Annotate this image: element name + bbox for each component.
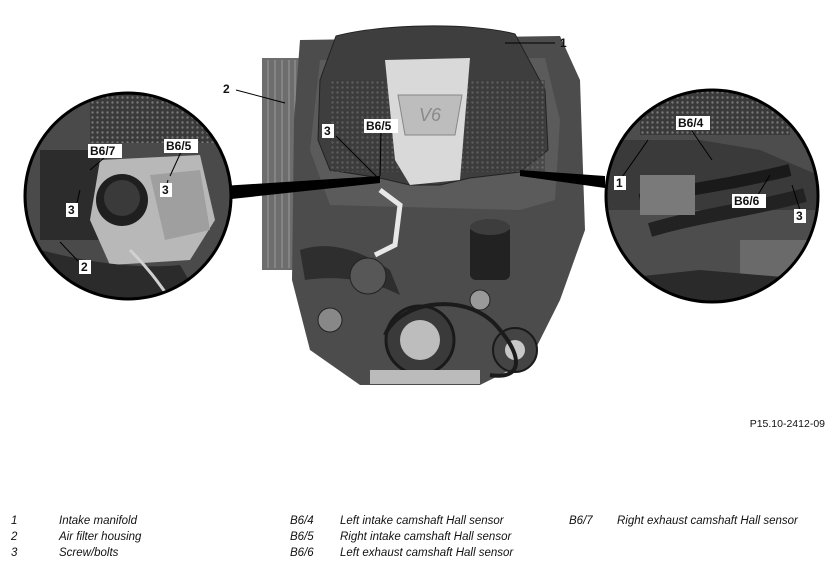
callout-3-main: 3: [324, 124, 331, 138]
callout-b6-4-right: B6/4: [678, 116, 704, 130]
callout-b6-5-main: B6/5: [366, 119, 392, 133]
legend-column-2: B6/4 Left intake camshaft Hall sensor B6/…: [290, 513, 513, 561]
legend-key: 2: [11, 531, 18, 543]
legend-key: 3: [11, 547, 18, 559]
callout-3b-left: 3: [162, 183, 169, 197]
legend-item: 1 Intake manifold: [11, 513, 141, 529]
legend-key: B6/6: [290, 547, 314, 559]
legend-item: 2 Air filter housing: [11, 529, 141, 545]
callout-b6-7-left: B6/7: [90, 144, 116, 158]
callout-b6-5-left: B6/5: [166, 139, 192, 153]
callout-1-right: 1: [616, 176, 623, 190]
legend-item: 3 Screw/bolts: [11, 545, 141, 561]
legend-key: 1: [11, 515, 18, 527]
callout-3a-left: 3: [68, 203, 75, 217]
right-inset-connector: [520, 170, 605, 188]
engine-illustration: V6: [262, 25, 585, 385]
engine-badge: V6: [419, 105, 442, 125]
legend-item: B6/5 Right intake camshaft Hall sensor: [290, 529, 513, 545]
legend-column-3: B6/7 Right exhaust camshaft Hall sensor: [569, 513, 798, 529]
legend-text: Intake manifold: [59, 515, 137, 527]
legend-column-1: 1 Intake manifold 2 Air filter housing 3 Sc…: [11, 513, 141, 561]
legend-item: B6/6 Left exhaust camshaft Hall sensor: [290, 545, 513, 561]
figure-id: P15.10-2412-09: [749, 418, 825, 430]
legend-text: Left intake camshaft Hall sensor: [340, 515, 504, 527]
legend-item: B6/4 Left intake camshaft Hall sensor: [290, 513, 513, 529]
engine-figure: V6: [23, 25, 820, 385]
legend-text: Screw/bolts: [59, 547, 119, 559]
left-inset-connector: [222, 176, 380, 200]
legend-item: B6/7 Right exhaust camshaft Hall sensor: [569, 513, 798, 529]
right-inset: [604, 88, 820, 304]
callout-2-main: 2: [223, 82, 230, 96]
callout-3-right: 3: [796, 209, 803, 223]
callout-2-left: 2: [81, 260, 88, 274]
callout-1-main: 1: [560, 36, 567, 50]
legend-key: B6/5: [290, 531, 314, 543]
legend-text: Right exhaust camshaft Hall sensor: [617, 515, 798, 527]
legend-text: Left exhaust camshaft Hall sensor: [340, 547, 514, 559]
legend-text: Air filter housing: [59, 531, 142, 543]
legend-key: B6/7: [569, 515, 593, 527]
left-inset: [23, 91, 233, 301]
callout-b6-6-right: B6/6: [734, 194, 760, 208]
legend-key: B6/4: [290, 515, 314, 527]
legend-text: Right intake camshaft Hall sensor: [340, 531, 512, 543]
